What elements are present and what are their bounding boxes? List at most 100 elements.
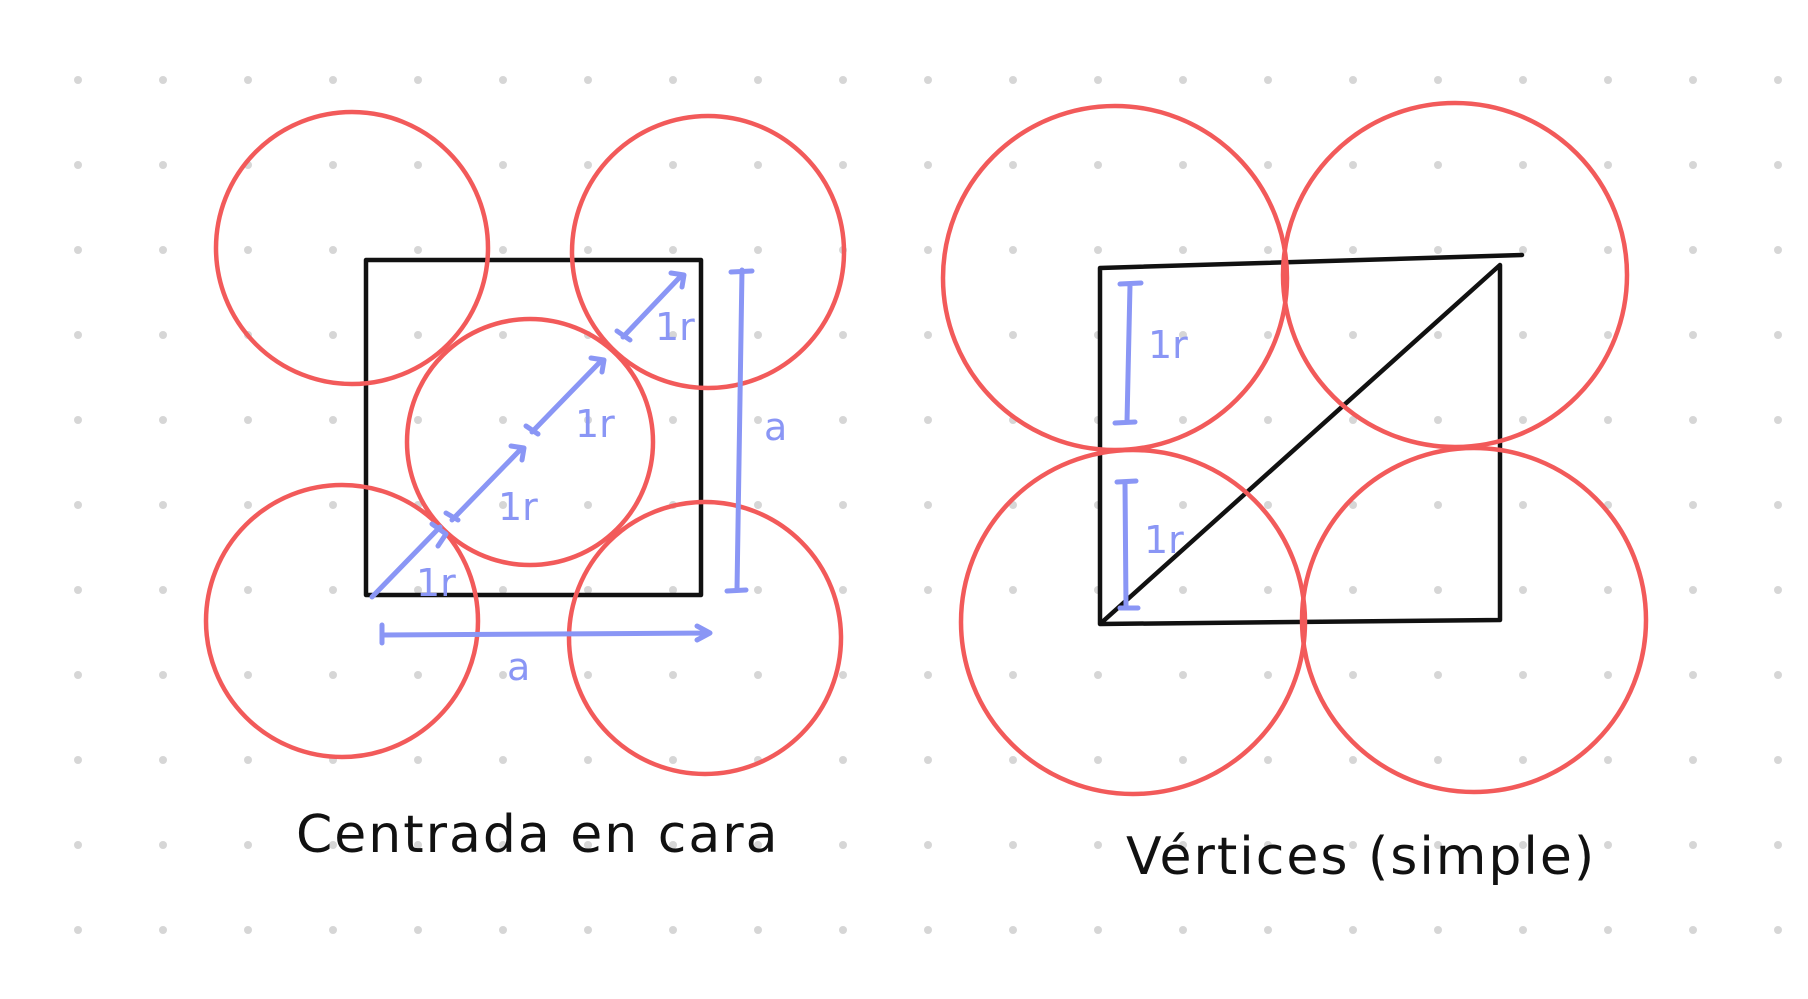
grid-dot: [1264, 331, 1272, 339]
grid-dot: [499, 671, 507, 679]
grid-dot: [1179, 416, 1187, 424]
grid-dot: [1434, 586, 1442, 594]
grid-dot: [1009, 161, 1017, 169]
grid-dot: [1604, 586, 1612, 594]
grid-dot: [1094, 756, 1102, 764]
fcc-corner-atom-bottom-left: [203, 482, 481, 760]
grid-dot: [1689, 586, 1697, 594]
grid-dot: [74, 76, 82, 84]
grid-dot: [159, 841, 167, 849]
grid-dot: [1349, 841, 1357, 849]
grid-dot: [669, 756, 677, 764]
grid-dot: [1519, 671, 1527, 679]
grid-dot: [74, 161, 82, 169]
fcc-label-r-center-lower: 1r: [498, 485, 538, 529]
grid-dot: [1774, 586, 1782, 594]
grid-dot: [159, 331, 167, 339]
grid-dot: [499, 756, 507, 764]
grid-dot: [584, 841, 592, 849]
grid-dot: [74, 246, 82, 254]
grid-dot: [584, 756, 592, 764]
grid-dot: [839, 331, 847, 339]
grid-dot: [1434, 416, 1442, 424]
grid-dot: [1604, 331, 1612, 339]
grid-dot: [499, 841, 507, 849]
grid-dot: [244, 671, 252, 679]
grid-dot: [1264, 501, 1272, 509]
grid-dot: [244, 246, 252, 254]
grid-dot: [754, 161, 762, 169]
grid-dot: [924, 756, 932, 764]
fcc-radius-arrow-2: [443, 443, 527, 523]
grid-dot: [1434, 501, 1442, 509]
grid-dot: [244, 756, 252, 764]
grid-dot: [1094, 671, 1102, 679]
grid-dot: [1604, 841, 1612, 849]
grid-dot: [1349, 76, 1357, 84]
grid-dot: [329, 416, 337, 424]
grid-dot: [1179, 501, 1187, 509]
grid-dot: [839, 416, 847, 424]
grid-dot: [414, 416, 422, 424]
grid-dot: [1519, 76, 1527, 84]
grid-dot: [159, 246, 167, 254]
grid-dot: [924, 161, 932, 169]
grid-dot: [754, 841, 762, 849]
grid-dot: [584, 246, 592, 254]
grid-dot: [329, 841, 337, 849]
grid-dot: [1689, 756, 1697, 764]
grid-dot: [329, 246, 337, 254]
grid-dot: [1179, 926, 1187, 934]
grid-dot: [1689, 841, 1697, 849]
grid-dot: [1434, 331, 1442, 339]
grid-dot: [839, 926, 847, 934]
grid-dot: [754, 76, 762, 84]
grid-dot: [1774, 161, 1782, 169]
grid-dot: [754, 926, 762, 934]
simple-caption: Vértices (simple): [1126, 827, 1596, 887]
fcc-diagonal-radius-arrows: [369, 270, 687, 600]
grid-dot: [1774, 756, 1782, 764]
grid-dot: [839, 671, 847, 679]
grid-dot: [1349, 331, 1357, 339]
grid-dot: [669, 161, 677, 169]
grid-dot: [244, 586, 252, 594]
dot-grid-background: [74, 76, 1782, 934]
grid-dot: [1179, 161, 1187, 169]
grid-dot: [584, 586, 592, 594]
grid-dot: [1604, 671, 1612, 679]
grid-dot: [1434, 76, 1442, 84]
fcc-label-r-center-upper: 1r: [575, 402, 615, 446]
grid-dot: [1434, 161, 1442, 169]
grid-dot: [584, 671, 592, 679]
grid-dot: [924, 76, 932, 84]
grid-dot: [1689, 671, 1697, 679]
fcc-label-a-side: a: [764, 405, 787, 449]
grid-dot: [159, 161, 167, 169]
grid-dot: [839, 756, 847, 764]
grid-dot: [74, 671, 82, 679]
grid-dot: [1519, 756, 1527, 764]
grid-dot: [499, 76, 507, 84]
grid-dot: [1519, 501, 1527, 509]
grid-dot: [1349, 586, 1357, 594]
grid-dot: [159, 586, 167, 594]
grid-dot: [1179, 671, 1187, 679]
grid-dot: [1009, 756, 1017, 764]
grid-dot: [1604, 246, 1612, 254]
grid-dot: [1689, 76, 1697, 84]
fcc-side-dimension: [724, 267, 755, 594]
grid-dot: [1774, 416, 1782, 424]
grid-dot: [499, 246, 507, 254]
grid-dot: [1689, 161, 1697, 169]
grid-dot: [1604, 161, 1612, 169]
grid-dot: [1689, 416, 1697, 424]
grid-dot: [329, 331, 337, 339]
fcc-radius-arrow-3: [523, 355, 607, 437]
grid-dot: [754, 501, 762, 509]
grid-dot: [669, 331, 677, 339]
grid-dot: [669, 586, 677, 594]
grid-dot: [329, 586, 337, 594]
grid-dot: [1179, 841, 1187, 849]
